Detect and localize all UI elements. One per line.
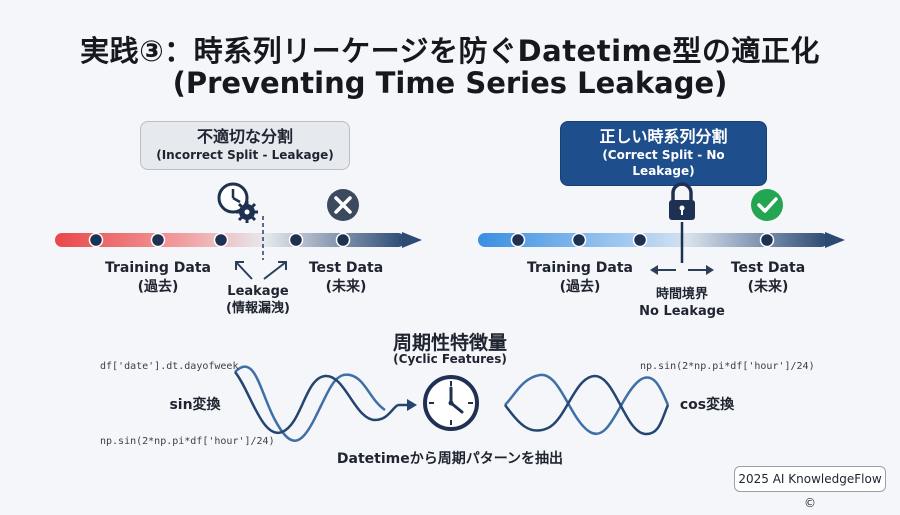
correct-test-label: Test Data (未来) (720, 259, 816, 297)
boundary-sub: No Leakage (639, 304, 725, 319)
correct-training-label: Training Data (過去) (522, 259, 638, 297)
leakage-sub: (情報漏洩) (226, 301, 290, 316)
correct-split-subtitle: (Correct Split - No Leakage) (602, 148, 725, 178)
lock-icon (669, 182, 695, 220)
incorrect-test-label: Test Data (未来) (298, 259, 394, 297)
boundary-arrows (650, 265, 714, 275)
sin-wave (234, 365, 386, 442)
clock-icon (423, 375, 479, 431)
page-title: 実践③：時系列リーケージを防ぐDatetime型の適正化 (80, 34, 820, 68)
cyclic-features-graphic (234, 365, 670, 442)
cos-transform-label: cos変換 (679, 397, 735, 413)
timeline-point (335, 232, 351, 248)
training-data-label: Training Data (105, 260, 211, 276)
incorrect-training-label: Training Data (過去) (100, 259, 216, 297)
timeline-point (759, 232, 775, 248)
time-boundary-label: 時間境界 No Leakage (628, 286, 736, 320)
cos-wave (504, 373, 670, 436)
code-sin: np.sin(2*np.pi*df['hour']/24) (100, 436, 275, 447)
cos-wave-2 (504, 374, 670, 436)
test-data-label: Test Data (730, 260, 806, 276)
check-circle-icon (751, 189, 783, 221)
training-data-label: Training Data (527, 260, 633, 276)
wave-arrow (407, 399, 417, 411)
timeline-point (150, 232, 166, 248)
boundary-title: 時間境界 (655, 287, 708, 302)
incorrect-timeline-bar (55, 233, 405, 247)
incorrect-split-subtitle: (Incorrect Split - Leakage) (156, 148, 334, 162)
correct-timeline (478, 182, 845, 275)
training-data-sub: (過去) (137, 279, 179, 295)
test-data-label: Test Data (308, 260, 384, 276)
cyclic-features-title: 周期性特徴量 (392, 332, 507, 354)
diagram-graphics (55, 182, 845, 442)
sin-transform-label: sin変換 (169, 397, 221, 413)
test-data-sub: (未来) (325, 279, 367, 295)
timeline-point (632, 232, 648, 248)
test-data-sub: (未来) (747, 279, 789, 295)
correct-split-title: 正しい時系列分割 (599, 127, 728, 146)
leakage-label: Leakage (情報漏洩) (208, 283, 308, 317)
timeline-point (213, 232, 229, 248)
footer-badge: 2025 AI KnowledgeFlow © (734, 466, 886, 510)
correct-timeline-bar (478, 233, 828, 247)
code-dayofweek: df['date'].dt.dayofweek (100, 361, 239, 372)
clock-gear-icon (217, 182, 258, 223)
timeline-point (88, 232, 104, 248)
leakage-arrows (235, 261, 287, 280)
timeline-point (288, 232, 304, 248)
correct-split-header: 正しい時系列分割 (Correct Split - No Leakage) (560, 121, 767, 186)
code-cos: np.sin(2*np.pi*df['hour']/24) (640, 361, 815, 372)
incorrect-split-title: 不適切な分割 (196, 127, 293, 146)
incorrect-timeline (55, 182, 422, 280)
incorrect-timeline-arrow (402, 232, 422, 248)
training-data-sub: (過去) (559, 279, 601, 295)
x-circle-icon (327, 189, 359, 221)
incorrect-split-header: 不適切な分割 (Incorrect Split - Leakage) (140, 121, 350, 170)
leakage-title: Leakage (227, 284, 289, 299)
timeline-point (510, 232, 526, 248)
timeline-point (571, 232, 587, 248)
sin-wave-2 (234, 371, 399, 434)
cyclic-features-subtitle: (Cyclic Features) (393, 352, 507, 366)
correct-timeline-arrow (825, 232, 845, 248)
extract-caption: Datetimeから周期パターンを抽出 (336, 451, 564, 467)
page-subtitle: (Preventing Time Series Leakage) (172, 66, 728, 100)
